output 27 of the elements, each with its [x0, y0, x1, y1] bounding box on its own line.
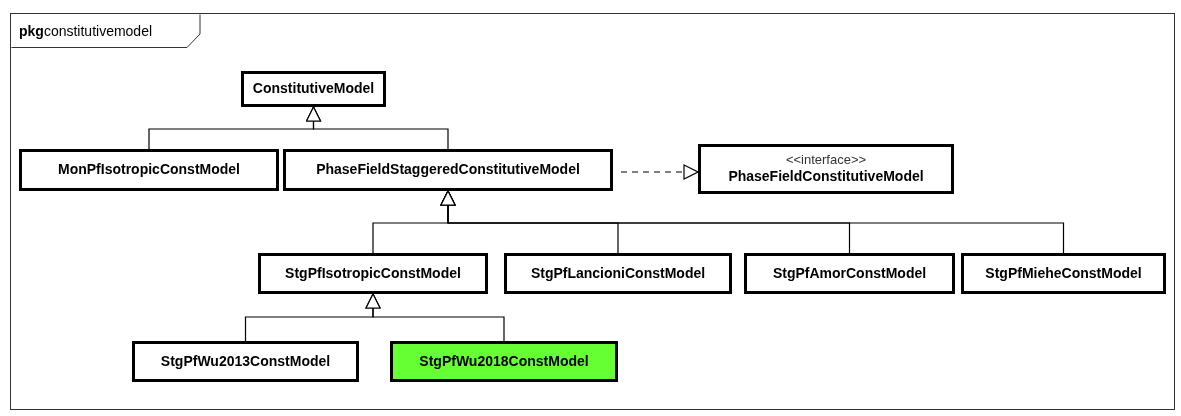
- package-frame: [10, 13, 1175, 410]
- class-box: [258, 253, 488, 294]
- class-box: [241, 71, 386, 107]
- class-name: StgPfIsotropicConstModel: [285, 264, 461, 283]
- class-box: [283, 149, 613, 191]
- class-name: StgPfWu2013ConstModel: [160, 352, 331, 371]
- package-name: pkgconstitutivemodel: [19, 22, 153, 41]
- class-name: StgPfWu2018ConstModel: [419, 352, 589, 371]
- class-name: StgPfMieheConstModel: [985, 264, 1142, 283]
- class-name: StgPfLancioniConstModel: [530, 264, 706, 283]
- class-box: [961, 253, 1166, 294]
- class-name: StgPfAmorConstModel: [772, 264, 927, 283]
- class-name: ConstitutiveModel: [252, 80, 375, 98]
- stereotype-label: <<interface>>: [785, 152, 867, 169]
- class-name: PhaseFieldConstitutiveModel: [728, 168, 924, 186]
- class-name: MonPfIsotropicConstModel: [58, 161, 240, 179]
- inheritance-arrow: [365, 293, 505, 342]
- inheritance-arrow: [305, 106, 449, 150]
- class-box: [132, 341, 359, 382]
- interface-box: [698, 144, 954, 194]
- inheritance-arrow: [440, 190, 1065, 254]
- class-box: [744, 253, 955, 294]
- class-box: [19, 149, 279, 191]
- dashed-arrow: [620, 164, 699, 180]
- class-box: [390, 341, 618, 382]
- class-box: [504, 253, 732, 294]
- class-name: PhaseFieldStaggeredConstitutiveModel: [316, 161, 580, 179]
